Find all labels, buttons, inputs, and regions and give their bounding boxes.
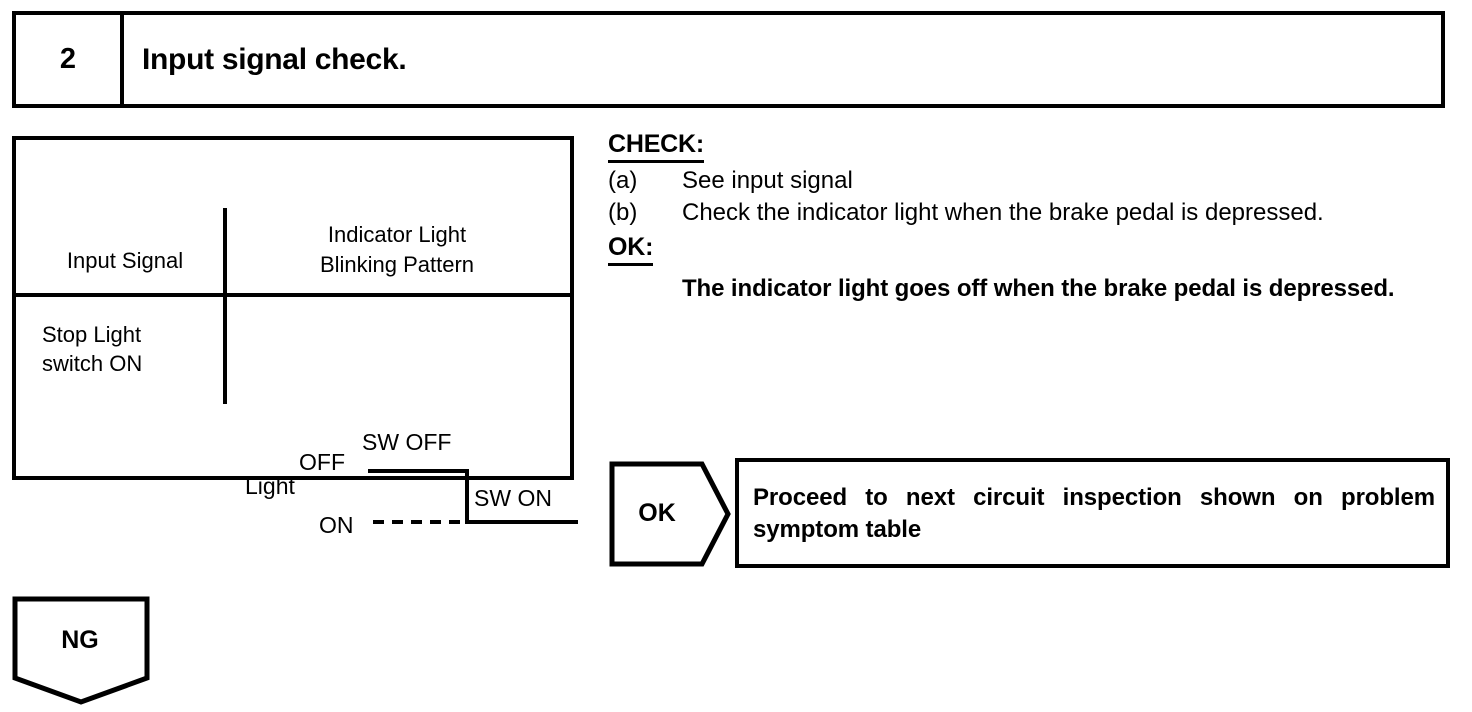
check-instructions-block: CHECK: (a) See input signal (b) Check th… [608,130,1458,306]
blinking-pattern-waveform-diagram: Light OFF ON SW OFF SW ON [227,297,578,538]
ok-arrow-label: OK [638,499,676,527]
waveform-segment-sw-off-label: SW OFF [362,429,452,455]
step-title-cell: Input signal check. [124,15,1441,104]
row-label-line2: switch ON [42,351,143,376]
check-item-a-marker: (a) [608,167,638,194]
ng-label: NG [61,626,99,654]
ok-flow-arrow: OK [609,461,731,567]
waveform-baseline-dashed-line [373,520,467,524]
table-header-blinking-pattern-line2: Blinking Pattern [319,252,475,277]
check-item-b-text: Check the indicator light when the brake… [682,199,1324,226]
table-column-divider [223,208,227,404]
ok-arrow-shape [609,461,731,567]
check-item-b-marker: (b) [608,199,638,226]
check-item-a-text: See input signal [682,167,853,194]
table-row: Stop Light switch ON [42,320,222,378]
waveform-segment-sw-on-label: SW ON [474,485,552,511]
waveform-state-off-label: OFF [299,449,345,475]
step-header-bar: 2 Input signal check. [12,11,1445,108]
row-label-line1: Stop Light [42,322,142,347]
waveform-high-segment-line [368,469,469,473]
waveform-low-segment-line [465,520,578,524]
table-header-blinking-pattern: Indicator Light Blinking Pattern [232,220,562,280]
ng-flow-shape: NG [12,596,152,706]
step-number-cell: 2 [16,15,124,104]
ok-result-box: Proceed to next circuit inspection shown… [735,458,1450,568]
step-title: Input signal check. [142,42,407,76]
waveform-falling-edge-line [465,469,469,524]
waveform-axis-label: Light [245,473,295,499]
table-header-divider [16,293,570,297]
table-header-input-signal: Input Signal [66,248,184,273]
ok-criteria-text: The indicator light goes off when the br… [682,275,1395,302]
ng-shape-outline [12,596,150,705]
step-number: 2 [59,43,77,75]
ok-heading: OK: [608,233,653,266]
check-heading-row: CHECK: [608,130,1458,163]
check-item-b: (b) Check the indicator light when the b… [608,198,1458,227]
check-heading: CHECK: [608,130,704,163]
check-item-a: (a) See input signal [608,166,1458,195]
ok-result-text: Proceed to next circuit inspection shown… [753,484,1435,543]
input-signal-table: Input Signal Indicator Light Blinking Pa… [12,136,578,538]
ok-heading-row: OK: [608,233,1458,266]
table-header-blinking-pattern-line1: Indicator Light [327,222,467,247]
waveform-state-on-label: ON [319,512,354,538]
